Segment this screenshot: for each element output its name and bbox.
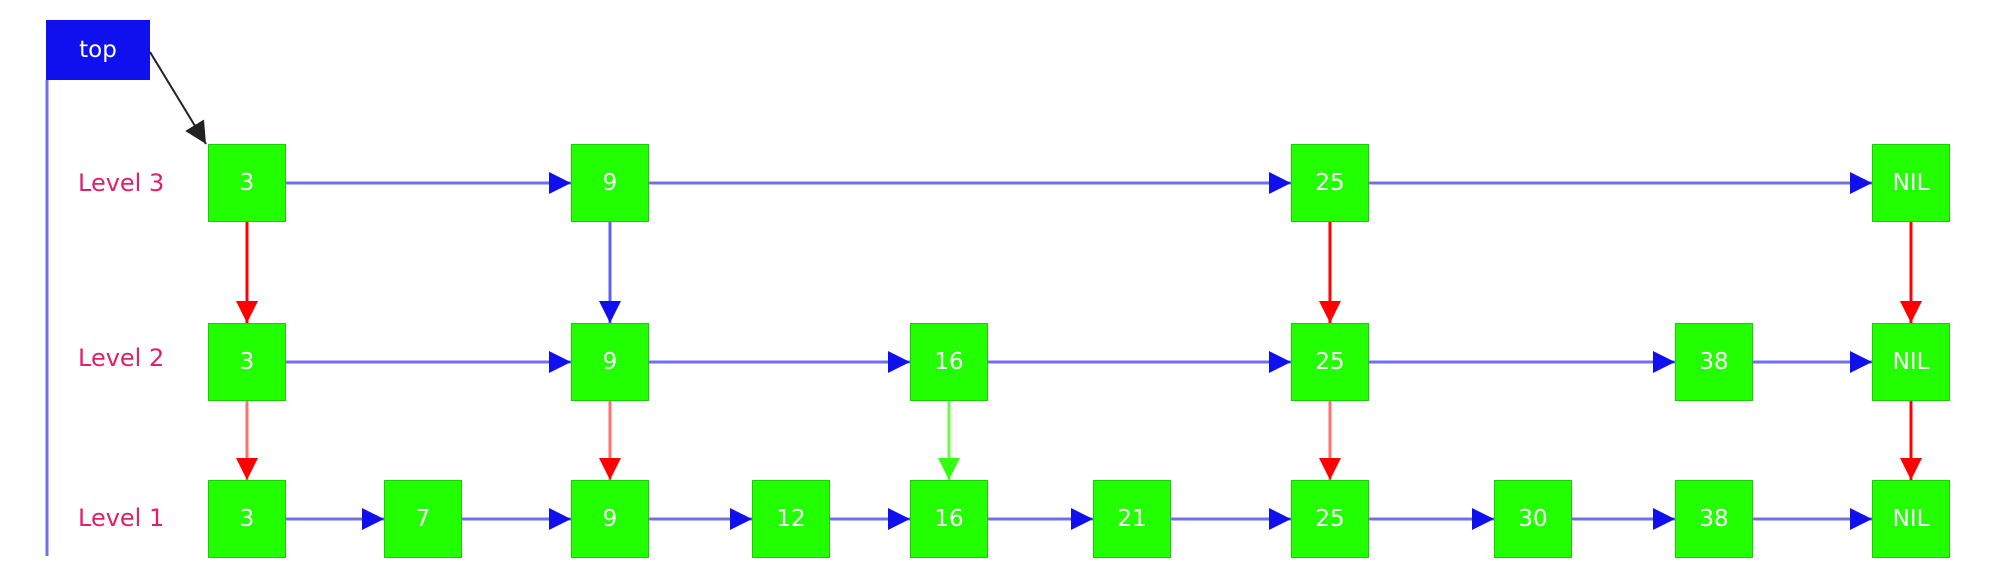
level-2-label: Level 2 (78, 344, 165, 372)
node-level1-30: 30 (1494, 480, 1572, 558)
node-level1-12: 12 (752, 480, 830, 558)
node-level1-7: 7 (384, 480, 462, 558)
node-level1-16: 16 (910, 480, 988, 558)
node-level1-3: 3 (208, 480, 286, 558)
top-pointer-arrow (149, 51, 207, 145)
node-level3-3: 3 (208, 144, 286, 222)
node-level1-9: 9 (571, 480, 649, 558)
level-3-label: Level 3 (78, 169, 165, 197)
node-level3-9: 9 (571, 144, 649, 222)
node-level3-nil: NIL (1872, 144, 1950, 222)
node-level2-nil: NIL (1872, 323, 1950, 401)
node-level1-21: 21 (1093, 480, 1171, 558)
node-level1-nil: NIL (1872, 480, 1950, 558)
node-level2-38: 38 (1675, 323, 1753, 401)
node-level2-25: 25 (1291, 323, 1369, 401)
node-level1-38: 38 (1675, 480, 1753, 558)
node-level2-9: 9 (571, 323, 649, 401)
node-level1-25: 25 (1291, 480, 1369, 558)
node-level2-16: 16 (910, 323, 988, 401)
top-pointer-box: top (46, 20, 150, 80)
node-level3-25: 25 (1291, 144, 1369, 222)
level-1-label: Level 1 (78, 504, 165, 532)
node-level2-3: 3 (208, 323, 286, 401)
